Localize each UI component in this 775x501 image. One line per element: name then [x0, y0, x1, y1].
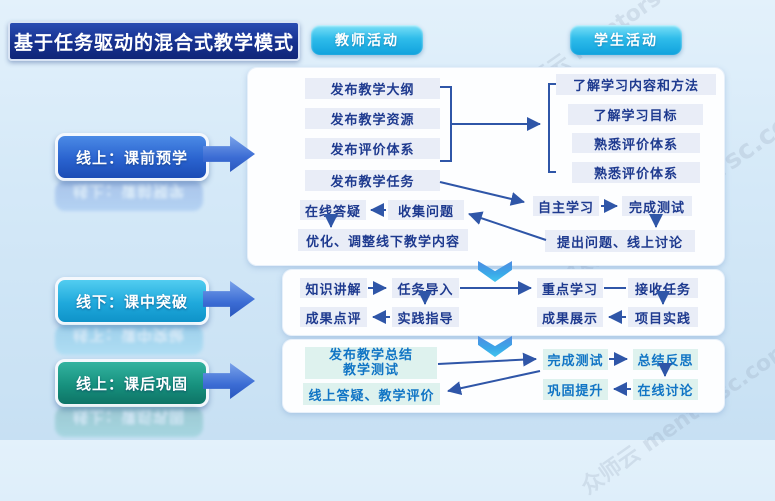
- phase-banner-reflection: 线上：课前预学: [55, 181, 203, 211]
- node-result-show: 成果展示: [537, 307, 603, 327]
- node-self-study: 自主学习: [533, 196, 599, 216]
- node-project-practice: 项目实践: [628, 307, 698, 327]
- node-online-qa: 在线答疑: [300, 200, 366, 220]
- node-understand-content-methods: 了解学习内容和方法: [556, 74, 716, 95]
- node-optimize-offline-teaching: 优化、调整线下教学内容: [298, 229, 468, 251]
- node-online-qa-evaluation: 线上答疑、教学评价: [303, 383, 440, 405]
- phase-arrow-icon: [203, 363, 255, 399]
- node-online-discuss: 在线讨论: [633, 379, 698, 400]
- node-key-learning: 重点学习: [537, 278, 603, 298]
- phase-banner-reflection: 线下：课中突破: [55, 325, 203, 355]
- node-knowledge-explain: 知识讲解: [300, 278, 367, 298]
- node-familiar-evaluation-2: 熟悉评价体系: [572, 162, 700, 183]
- node-publish-tasks: 发布教学任务: [305, 170, 440, 191]
- phase-banner-pre-class: 线上：课前预学: [55, 133, 209, 181]
- phase-banner-in-class: 线下：课中突破: [55, 277, 209, 325]
- node-complete-test-2: 完成测试: [543, 349, 608, 370]
- node-publish-summary-line2: 教学测试: [342, 363, 399, 378]
- node-publish-evaluation: 发布评价体系: [305, 138, 440, 159]
- node-task-intro: 任务导入: [392, 278, 459, 298]
- node-familiar-evaluation-1: 熟悉评价体系: [572, 133, 700, 153]
- node-result-review: 成果点评: [300, 307, 367, 327]
- page-title: 基于任务驱动的混合式教学模式: [8, 21, 300, 61]
- node-practice-guide: 实践指导: [392, 307, 459, 327]
- phase-banner-after-class: 线上：课后巩固: [55, 359, 209, 407]
- node-publish-summary-test: 发布教学总结 教学测试: [305, 347, 437, 379]
- node-raise-questions-discuss: 提出问题、线上讨论: [545, 230, 695, 252]
- legend-student-activity: 学生活动: [570, 25, 682, 55]
- node-understand-goals: 了解学习目标: [568, 104, 703, 125]
- node-receive-task: 接收任务: [628, 278, 698, 298]
- node-collect-questions: 收集问题: [388, 200, 464, 220]
- node-complete-test-1: 完成测试: [622, 196, 692, 216]
- node-publish-syllabus: 发布教学大纲: [305, 78, 440, 99]
- node-summary-reflect: 总结反思: [633, 349, 698, 370]
- phase-arrow-icon: [203, 281, 255, 317]
- node-publish-summary-line1: 发布教学总结: [328, 348, 413, 363]
- legend-teacher-activity: 教师活动: [311, 25, 423, 55]
- phase-banner-reflection: 线上：课后巩固: [55, 407, 203, 437]
- node-publish-resources: 发布教学资源: [305, 108, 440, 129]
- node-consolidate-improve: 巩固提升: [543, 379, 608, 400]
